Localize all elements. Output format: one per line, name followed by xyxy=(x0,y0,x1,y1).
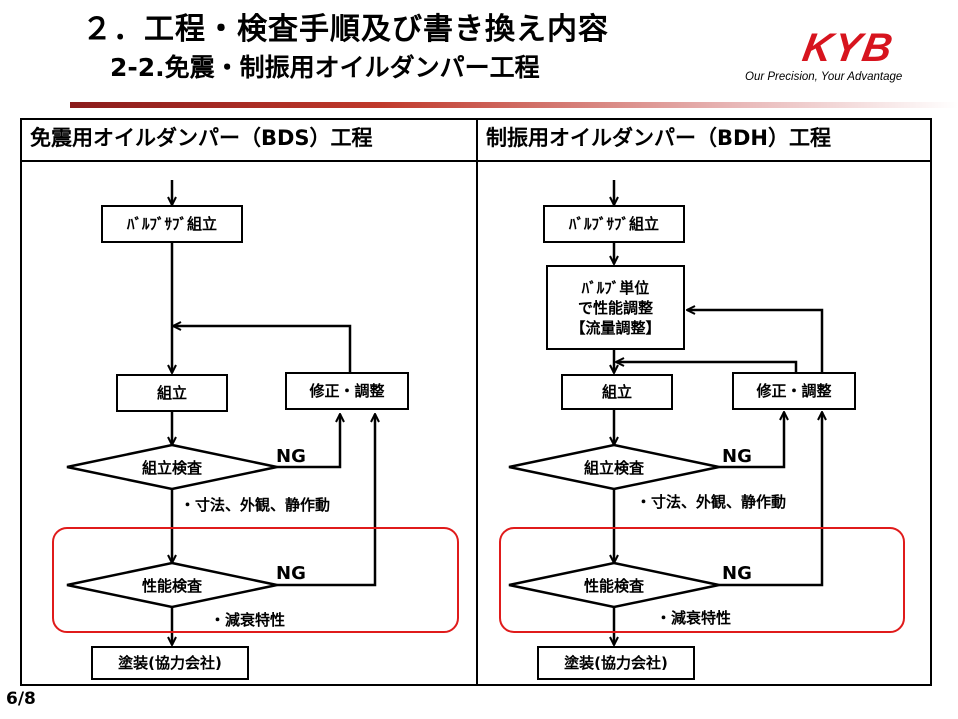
ng-label: NG xyxy=(276,563,306,584)
right-column-heading: 制振用オイルダンパー（BDH）工程 xyxy=(486,126,832,150)
column-separator xyxy=(476,118,478,686)
painting-label: 塗装(協力会社) xyxy=(564,654,668,672)
correction-label: 修正・調整 xyxy=(756,382,832,400)
valve-adjust-line3: 【流量調整】 xyxy=(570,318,661,337)
svg-text:KYB: KYB xyxy=(799,28,897,64)
performance-items-label: ・減衰特性 xyxy=(210,611,286,629)
valve-performance-adjust-box: ﾊﾞﾙﾌﾞ単位 で性能調整 【流量調整】 xyxy=(546,265,685,350)
assembly-inspection-label: 組立検査 xyxy=(583,459,644,477)
page-title: ２．工程・検査手順及び書き換え内容 xyxy=(82,12,609,47)
page-subtitle: 2-2.免震・制振用オイルダンパー工程 xyxy=(110,53,540,82)
page-number: 6/8 xyxy=(6,689,36,709)
ng-label: NG xyxy=(276,446,306,467)
valve-sub-assembly-box: ﾊﾞﾙﾌﾞｻﾌﾞ組立 xyxy=(101,205,243,243)
header-divider xyxy=(70,102,958,108)
inspection-items-label: ・寸法、外観、静作動 xyxy=(636,493,787,511)
painting-label: 塗装(協力会社) xyxy=(118,654,222,672)
performance-inspection-label: 性能検査 xyxy=(583,577,644,595)
performance-inspection-label: 性能検査 xyxy=(141,577,202,595)
assembly-inspection-diamond xyxy=(66,443,278,491)
painting-box: 塗装(協力会社) xyxy=(537,646,695,680)
assembly-label: 組立 xyxy=(601,383,632,401)
valve-sub-assembly-box: ﾊﾞﾙﾌﾞｻﾌﾞ組立 xyxy=(543,205,685,243)
painting-box: 塗装(協力会社) xyxy=(91,646,249,680)
correction-label: 修正・調整 xyxy=(309,382,385,400)
header-row-line xyxy=(20,160,932,162)
performance-highlight-box xyxy=(52,527,459,633)
left-column-heading: 免震用オイルダンパー（BDS）工程 xyxy=(30,126,373,150)
kyb-logo: KYB xyxy=(799,28,897,64)
performance-items-label: ・減衰特性 xyxy=(656,609,732,627)
valve-sub-assembly-label: ﾊﾞﾙﾌﾞｻﾌﾞ組立 xyxy=(568,215,659,233)
assembly-label: 組立 xyxy=(156,384,187,402)
assembly-inspection-label: 組立検査 xyxy=(141,459,202,477)
valve-adjust-line1: ﾊﾞﾙﾌﾞ単位 xyxy=(581,278,650,297)
valve-adjust-line2: で性能調整 xyxy=(577,298,653,317)
correction-box: 修正・調整 xyxy=(285,372,409,410)
logo-tagline: Our Precision, Your Advantage xyxy=(745,71,903,83)
ng-label: NG xyxy=(722,446,752,467)
correction-box: 修正・調整 xyxy=(732,372,856,410)
assembly-box: 組立 xyxy=(561,374,673,410)
performance-inspection-diamond xyxy=(66,561,278,609)
inspection-items-label: ・寸法、外観、静作動 xyxy=(180,496,331,514)
ng-label: NG xyxy=(722,563,752,584)
performance-highlight-box xyxy=(499,527,905,633)
assembly-inspection-diamond xyxy=(508,443,720,491)
performance-inspection-diamond xyxy=(508,561,720,609)
valve-sub-assembly-label: ﾊﾞﾙﾌﾞｻﾌﾞ組立 xyxy=(126,215,217,233)
assembly-box: 組立 xyxy=(116,374,228,412)
